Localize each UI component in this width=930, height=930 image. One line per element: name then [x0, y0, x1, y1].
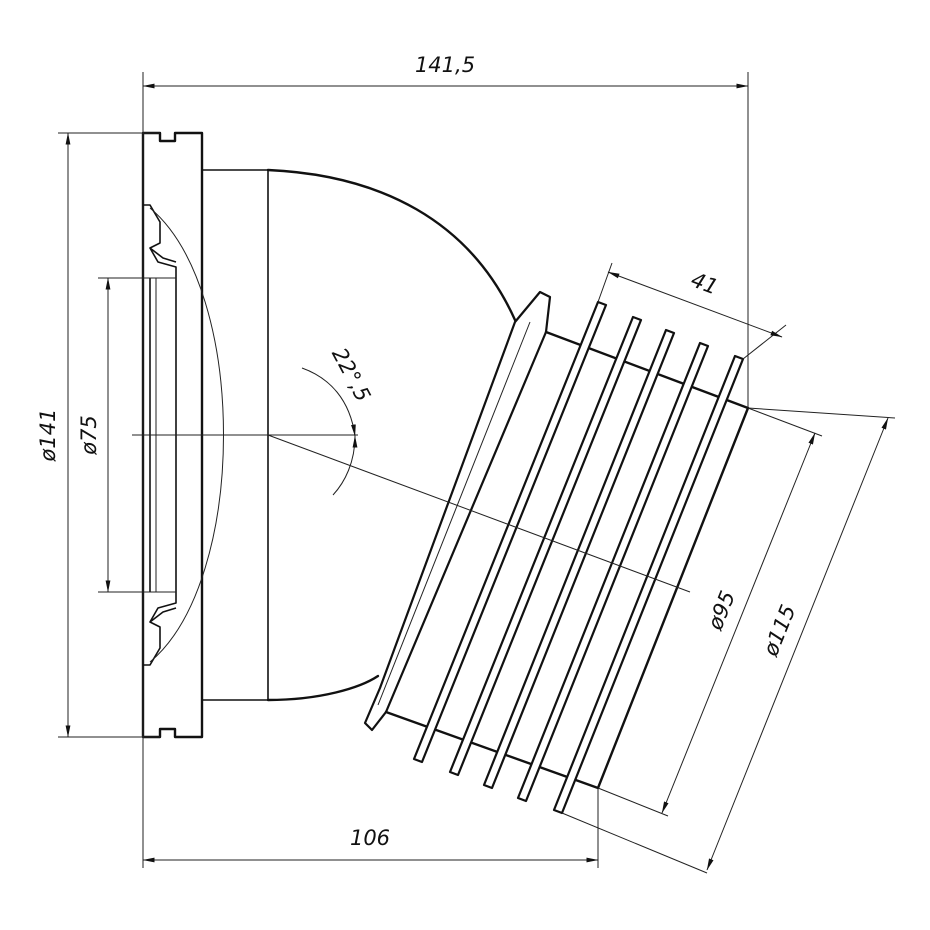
center-lines [132, 434, 691, 593]
bend-inner-contour [266, 674, 380, 702]
label-outlet-diameter-small: ø95 [703, 588, 740, 635]
label-inner-flange-diameter: ø75 [77, 415, 101, 456]
label-outer-flange-diameter: ø141 [36, 409, 60, 463]
rib-4 [516, 341, 710, 803]
corrugated-end [384, 300, 750, 815]
label-overall-length: 141,5 [415, 53, 475, 77]
flange-seal-lower [143, 592, 177, 666]
label-corrugated-length: 41 [688, 267, 722, 299]
label-bend-angle: 22°,5 [327, 344, 375, 406]
bend-outer-contour [266, 168, 517, 322]
rib-1 [412, 300, 608, 764]
flange-seal-upper [143, 204, 177, 278]
dimension-lines [58, 72, 896, 874]
rib-5 [552, 354, 745, 815]
rib-2 [448, 315, 643, 777]
label-base-length: 106 [350, 826, 390, 850]
